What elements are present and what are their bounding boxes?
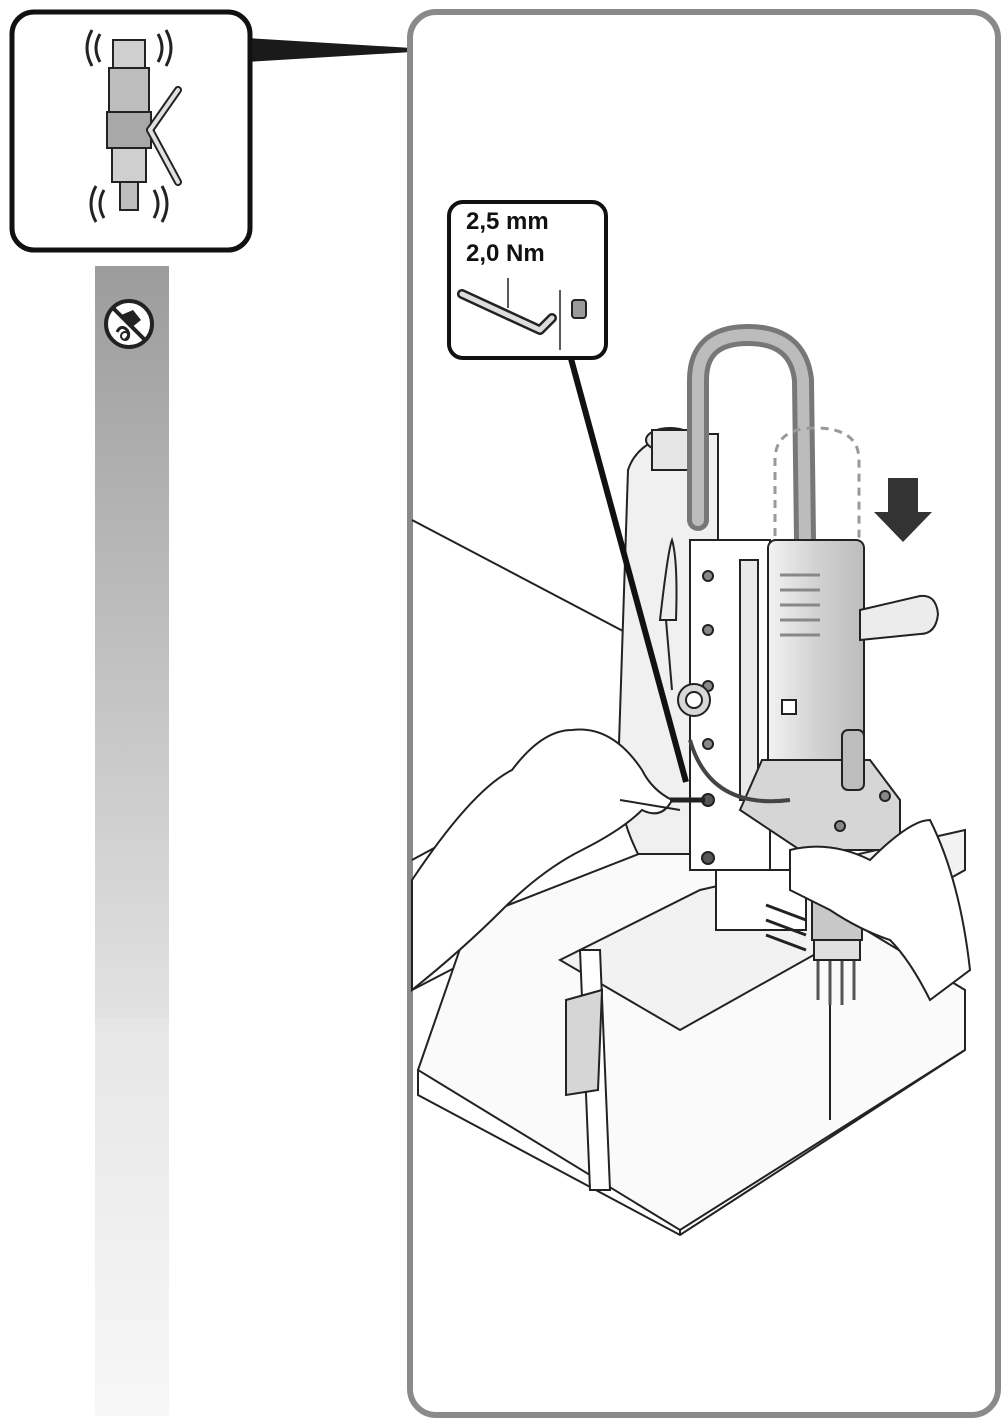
set-screw-icon	[559, 290, 587, 350]
no-rotating-tool-warning-icon	[104, 299, 154, 349]
callout-pointer	[246, 38, 412, 62]
main-panel: 2,5 mm 2,0 Nm	[407, 9, 1001, 1418]
motor-slide-path	[773, 426, 861, 620]
hex-key-size: 2,5 mm	[466, 208, 549, 235]
hex-key-icon	[457, 278, 557, 335]
right-hand	[789, 818, 972, 1002]
drill-stand-overview-icon	[9, 9, 253, 253]
callout-leader	[567, 354, 689, 783]
drill-motor	[738, 539, 901, 1005]
power-cord	[688, 739, 791, 804]
left-hand	[411, 728, 705, 993]
torque-value: 2,0 Nm	[466, 240, 545, 267]
side-bar	[95, 266, 169, 1416]
spec-callout: 2,5 mm 2,0 Nm	[447, 200, 608, 360]
side-grip	[859, 594, 940, 642]
down-arrow-icon	[874, 478, 932, 542]
